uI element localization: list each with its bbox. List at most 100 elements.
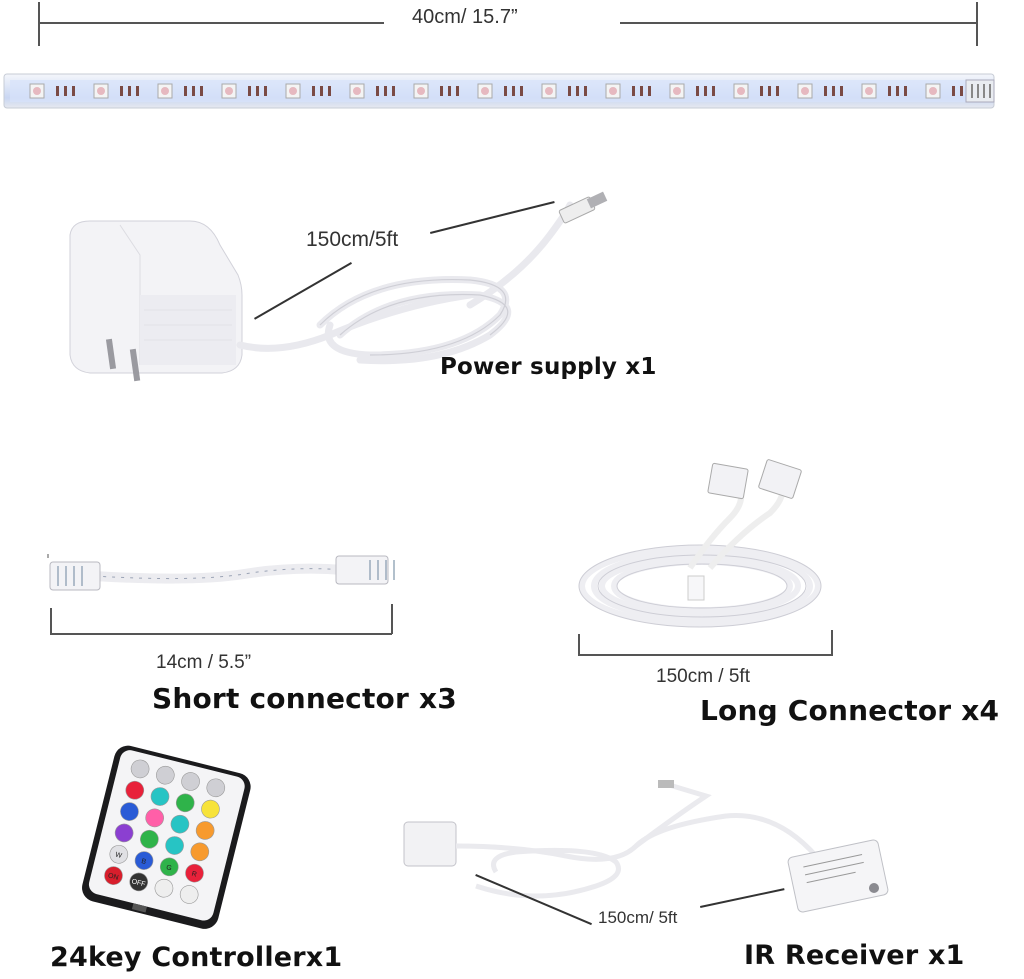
led-resistor <box>504 86 507 96</box>
remote-key <box>114 823 134 843</box>
led-resistor <box>568 86 571 96</box>
remote-key-label: W <box>114 852 122 860</box>
led-chip-core <box>161 87 169 95</box>
remote-key-label: ON <box>107 872 119 881</box>
long-connector-caption: Long Connector x4 <box>700 694 1000 727</box>
led-resistor <box>824 86 827 96</box>
led-resistor <box>376 86 379 96</box>
remote-key <box>109 844 129 864</box>
led-resistor <box>184 86 187 96</box>
led-resistor <box>72 86 75 96</box>
led-resistor <box>56 86 59 96</box>
led-resistor <box>320 86 323 96</box>
led-resistor <box>128 86 131 96</box>
led-resistor <box>248 86 251 96</box>
led-resistor <box>512 86 515 96</box>
led-resistor <box>576 86 579 96</box>
power-cable-coil <box>236 191 608 365</box>
power-supply-caption: Power supply x1 <box>440 354 657 380</box>
long-connector-length-label: 150cm / 5ft <box>656 666 750 687</box>
remote-key <box>120 802 139 821</box>
remote-key <box>145 808 164 828</box>
long-dimension-line <box>578 654 832 656</box>
remote-key <box>129 872 149 892</box>
controller-caption: 24key Controllerx1 <box>50 942 343 973</box>
ir-cable-length-label: 150cm/ 5ft <box>598 908 678 927</box>
led-strip-bar <box>3 73 995 109</box>
remote-key <box>175 793 195 813</box>
bar-dimension-tick-right <box>976 2 978 46</box>
led-resistor <box>392 86 395 96</box>
led-resistor <box>760 86 763 96</box>
remote-key <box>130 759 150 779</box>
ir-receiver-unit <box>403 780 889 913</box>
led-chip-core <box>865 87 873 95</box>
led-chip-core <box>33 87 41 95</box>
remote-key-label: OFF <box>131 878 146 888</box>
remote-key <box>156 765 175 785</box>
remote-key-label: G <box>165 864 172 872</box>
led-resistor <box>136 86 139 96</box>
remote-key <box>150 787 170 806</box>
led-resistor <box>448 86 451 96</box>
led-resistor <box>64 86 67 96</box>
led-resistor <box>520 86 523 96</box>
remote-key <box>170 814 190 834</box>
remote-key <box>134 851 154 870</box>
led-chip-core <box>673 87 681 95</box>
remote-key <box>179 885 199 904</box>
led-resistor <box>896 86 899 96</box>
led-chip-core <box>545 87 553 95</box>
led-chip-core <box>97 87 105 95</box>
remote-key <box>190 842 210 862</box>
led-resistor <box>888 86 891 96</box>
remote-key <box>125 780 145 800</box>
led-resistor <box>768 86 771 96</box>
short-connector-cable <box>47 554 395 591</box>
led-resistor <box>584 86 587 96</box>
led-resistor <box>952 86 955 96</box>
short-dimension-line <box>50 633 392 635</box>
led-chip-core <box>353 87 361 95</box>
led-resistor <box>832 86 835 96</box>
led-resistor <box>696 86 699 96</box>
remote-key-label: B <box>141 858 148 866</box>
led-chip-core <box>737 87 745 95</box>
short-connector-caption: Short connector x3 <box>152 682 457 715</box>
bar-dimension-line-right <box>620 22 978 24</box>
remote-key-label: R <box>191 871 198 879</box>
bar-dimension-line-left <box>38 22 384 24</box>
power-cable-length-label: 150cm/5ft <box>306 228 399 251</box>
led-resistor <box>640 86 643 96</box>
remote-key <box>104 866 123 885</box>
led-resistor <box>312 86 315 96</box>
led-chip-core <box>289 87 297 95</box>
remote-key <box>201 799 220 819</box>
led-resistor <box>904 86 907 96</box>
short-dimension-tick-right <box>391 604 393 634</box>
long-dimension-tick-right <box>831 630 833 656</box>
long-connector-coil <box>578 459 822 628</box>
bar-dimension-tick-left <box>38 2 40 46</box>
remote-key <box>159 857 179 877</box>
led-resistor <box>704 86 707 96</box>
remote-key <box>140 829 159 849</box>
led-resistor <box>384 86 387 96</box>
long-dimension-tick-left <box>578 634 580 656</box>
led-resistor <box>840 86 843 96</box>
led-resistor <box>960 86 963 96</box>
led-resistor <box>776 86 779 96</box>
led-resistor <box>264 86 267 96</box>
ir-remote-controller: ON OFF W R G B <box>82 745 251 929</box>
led-chip-core <box>609 87 617 95</box>
led-chip-core <box>225 87 233 95</box>
power-adapter <box>69 220 243 382</box>
remote-key <box>206 778 226 798</box>
remote-key <box>165 836 184 855</box>
led-resistor <box>648 86 651 96</box>
led-resistor <box>440 86 443 96</box>
remote-key <box>154 878 174 898</box>
ir-receiver-caption: IR Receiver x1 <box>744 940 965 971</box>
led-resistor <box>632 86 635 96</box>
short-dimension-tick-left <box>50 608 52 634</box>
